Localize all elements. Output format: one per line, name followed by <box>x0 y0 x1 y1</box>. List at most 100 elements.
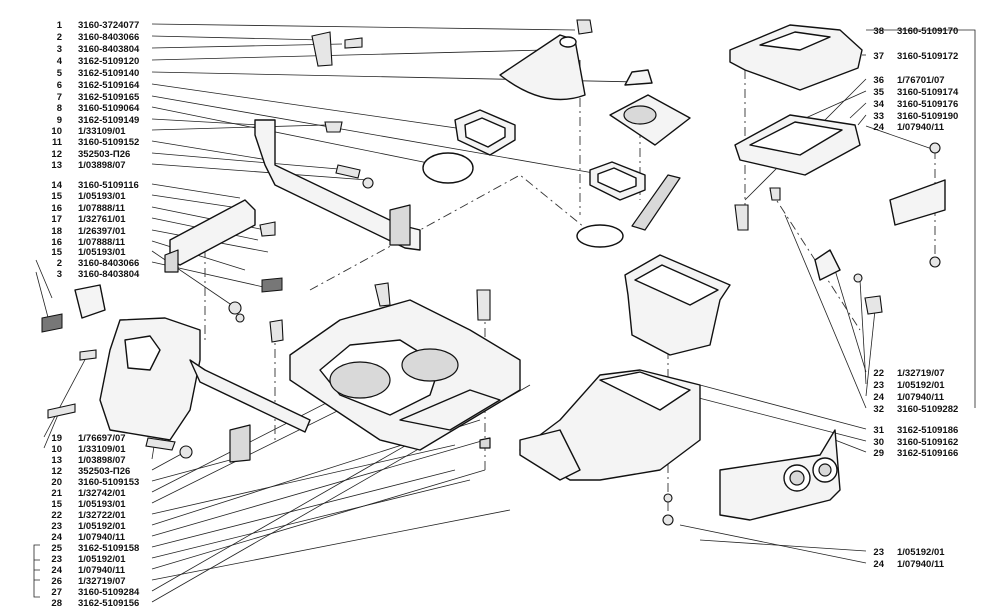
label-num: 18 <box>51 226 62 237</box>
label-num: 20 <box>51 477 62 488</box>
label-code: 1/07940/11 <box>78 532 126 543</box>
console-body-part <box>519 369 701 481</box>
boot-ring-part <box>609 69 691 146</box>
label-code: 3160-8403804 <box>78 269 140 280</box>
label-num: 28 <box>51 598 62 609</box>
right-label-column: 38 3160-5109170 37 3160-5109172 36 1/767… <box>873 26 959 570</box>
mount-bracket-part <box>41 284 106 333</box>
label-num: 37 <box>873 51 884 62</box>
label-num: 38 <box>873 26 884 37</box>
label-num: 25 <box>51 543 62 554</box>
label-code: 3162-5109158 <box>78 543 139 554</box>
label-num: 3 <box>57 269 62 280</box>
label-code: 3160-5109152 <box>78 137 139 148</box>
label-num: 27 <box>51 587 62 598</box>
label-num: 23 <box>51 554 62 565</box>
label-num: 32 <box>873 404 884 415</box>
label-code: 3162-5109186 <box>897 425 958 436</box>
label-num: 4 <box>57 56 63 67</box>
label-code: 3160-5109174 <box>897 87 959 98</box>
label-code: 1/07888/11 <box>78 203 126 214</box>
label-num: 1 <box>57 20 63 31</box>
label-num: 17 <box>51 214 62 225</box>
label-code: 3162-5109140 <box>78 68 139 79</box>
label-code: 1/32742/01 <box>78 488 126 499</box>
label-num: 6 <box>57 80 62 91</box>
label-code: 3162-5109164 <box>78 80 140 91</box>
frame-gaskets <box>422 109 681 248</box>
label-num: 34 <box>873 99 884 110</box>
label-num: 10 <box>51 126 62 137</box>
label-code: 1/76697/07 <box>78 433 126 444</box>
left-rail-part <box>254 31 421 251</box>
shift-boot-part <box>499 19 593 101</box>
label-num: 2 <box>57 258 62 269</box>
label-code: 3160-8403066 <box>78 32 139 43</box>
label-code: 1/32761/01 <box>78 214 126 225</box>
storage-bin-part <box>624 254 731 356</box>
label-code: 1/05192/01 <box>897 547 945 558</box>
label-num: 30 <box>873 437 884 448</box>
label-num: 8 <box>57 103 62 114</box>
label-code: 1/05192/01 <box>78 554 126 565</box>
label-code: 3160-5109284 <box>78 587 140 598</box>
floor-console-part <box>269 282 521 451</box>
label-num: 13 <box>51 455 62 466</box>
side-panel-part <box>47 317 311 463</box>
label-num: 9 <box>57 115 62 126</box>
label-code: 1/05193/01 <box>78 191 126 202</box>
label-num: 3 <box>57 44 62 55</box>
label-code: 3160-5109190 <box>897 111 958 122</box>
label-num: 24 <box>51 532 62 543</box>
label-num: 23 <box>873 547 884 558</box>
label-code: 3160-3724077 <box>78 20 139 31</box>
label-num: 14 <box>51 180 62 191</box>
label-num: 12 <box>51 149 62 160</box>
label-code: 1/32719/07 <box>897 368 945 379</box>
label-num: 24 <box>873 559 884 570</box>
label-num: 23 <box>873 380 884 391</box>
label-code: 1/32719/07 <box>78 576 126 587</box>
label-num: 24 <box>873 392 884 403</box>
label-num: 36 <box>873 75 884 86</box>
label-code: 3162-5109156 <box>78 598 139 609</box>
label-code: 352503-П26 <box>78 466 130 477</box>
label-code: 1/07888/11 <box>78 237 126 248</box>
label-code: 3160-5109064 <box>78 103 140 114</box>
label-code: 1/07940/11 <box>897 392 945 403</box>
rear-panel-part <box>719 429 841 521</box>
label-num: 15 <box>51 191 62 202</box>
label-code: 1/76701/07 <box>897 75 945 86</box>
label-num: 7 <box>57 92 62 103</box>
label-code: 1/05193/01 <box>78 247 126 258</box>
label-code: 3160-5109116 <box>78 180 139 191</box>
label-num: 2 <box>57 32 62 43</box>
label-code: 3160-8403804 <box>78 44 140 55</box>
label-code: 3162-5109166 <box>897 448 958 459</box>
label-code: 1/32722/01 <box>78 510 126 521</box>
label-code: 1/33109/01 <box>78 444 126 455</box>
label-num: 35 <box>873 87 884 98</box>
label-code: 3162-5109120 <box>78 56 139 67</box>
left-label-column: 1 3160-3724077 2 3160-8403066 3 3160-840… <box>51 20 140 609</box>
label-num: 15 <box>51 499 62 510</box>
label-num: 16 <box>51 237 62 248</box>
label-num: 15 <box>51 247 62 258</box>
label-code: 1/03898/07 <box>78 455 126 466</box>
label-num: 22 <box>873 368 884 379</box>
label-num: 21 <box>51 488 62 499</box>
label-code: 3160-5109282 <box>897 404 958 415</box>
label-code: 3160-5109176 <box>897 99 958 110</box>
label-code: 1/07940/11 <box>78 565 126 576</box>
label-code: 3160-5109172 <box>897 51 958 62</box>
label-num: 10 <box>51 444 62 455</box>
label-code: 1/05192/01 <box>78 521 126 532</box>
label-code: 3160-5109170 <box>897 26 958 37</box>
label-num: 5 <box>57 68 63 79</box>
label-num: 24 <box>51 565 62 576</box>
label-code: 1/07940/11 <box>897 559 945 570</box>
label-code: 1/07940/11 <box>897 122 945 133</box>
label-code: 1/03898/07 <box>78 160 126 171</box>
label-num: 12 <box>51 466 62 477</box>
